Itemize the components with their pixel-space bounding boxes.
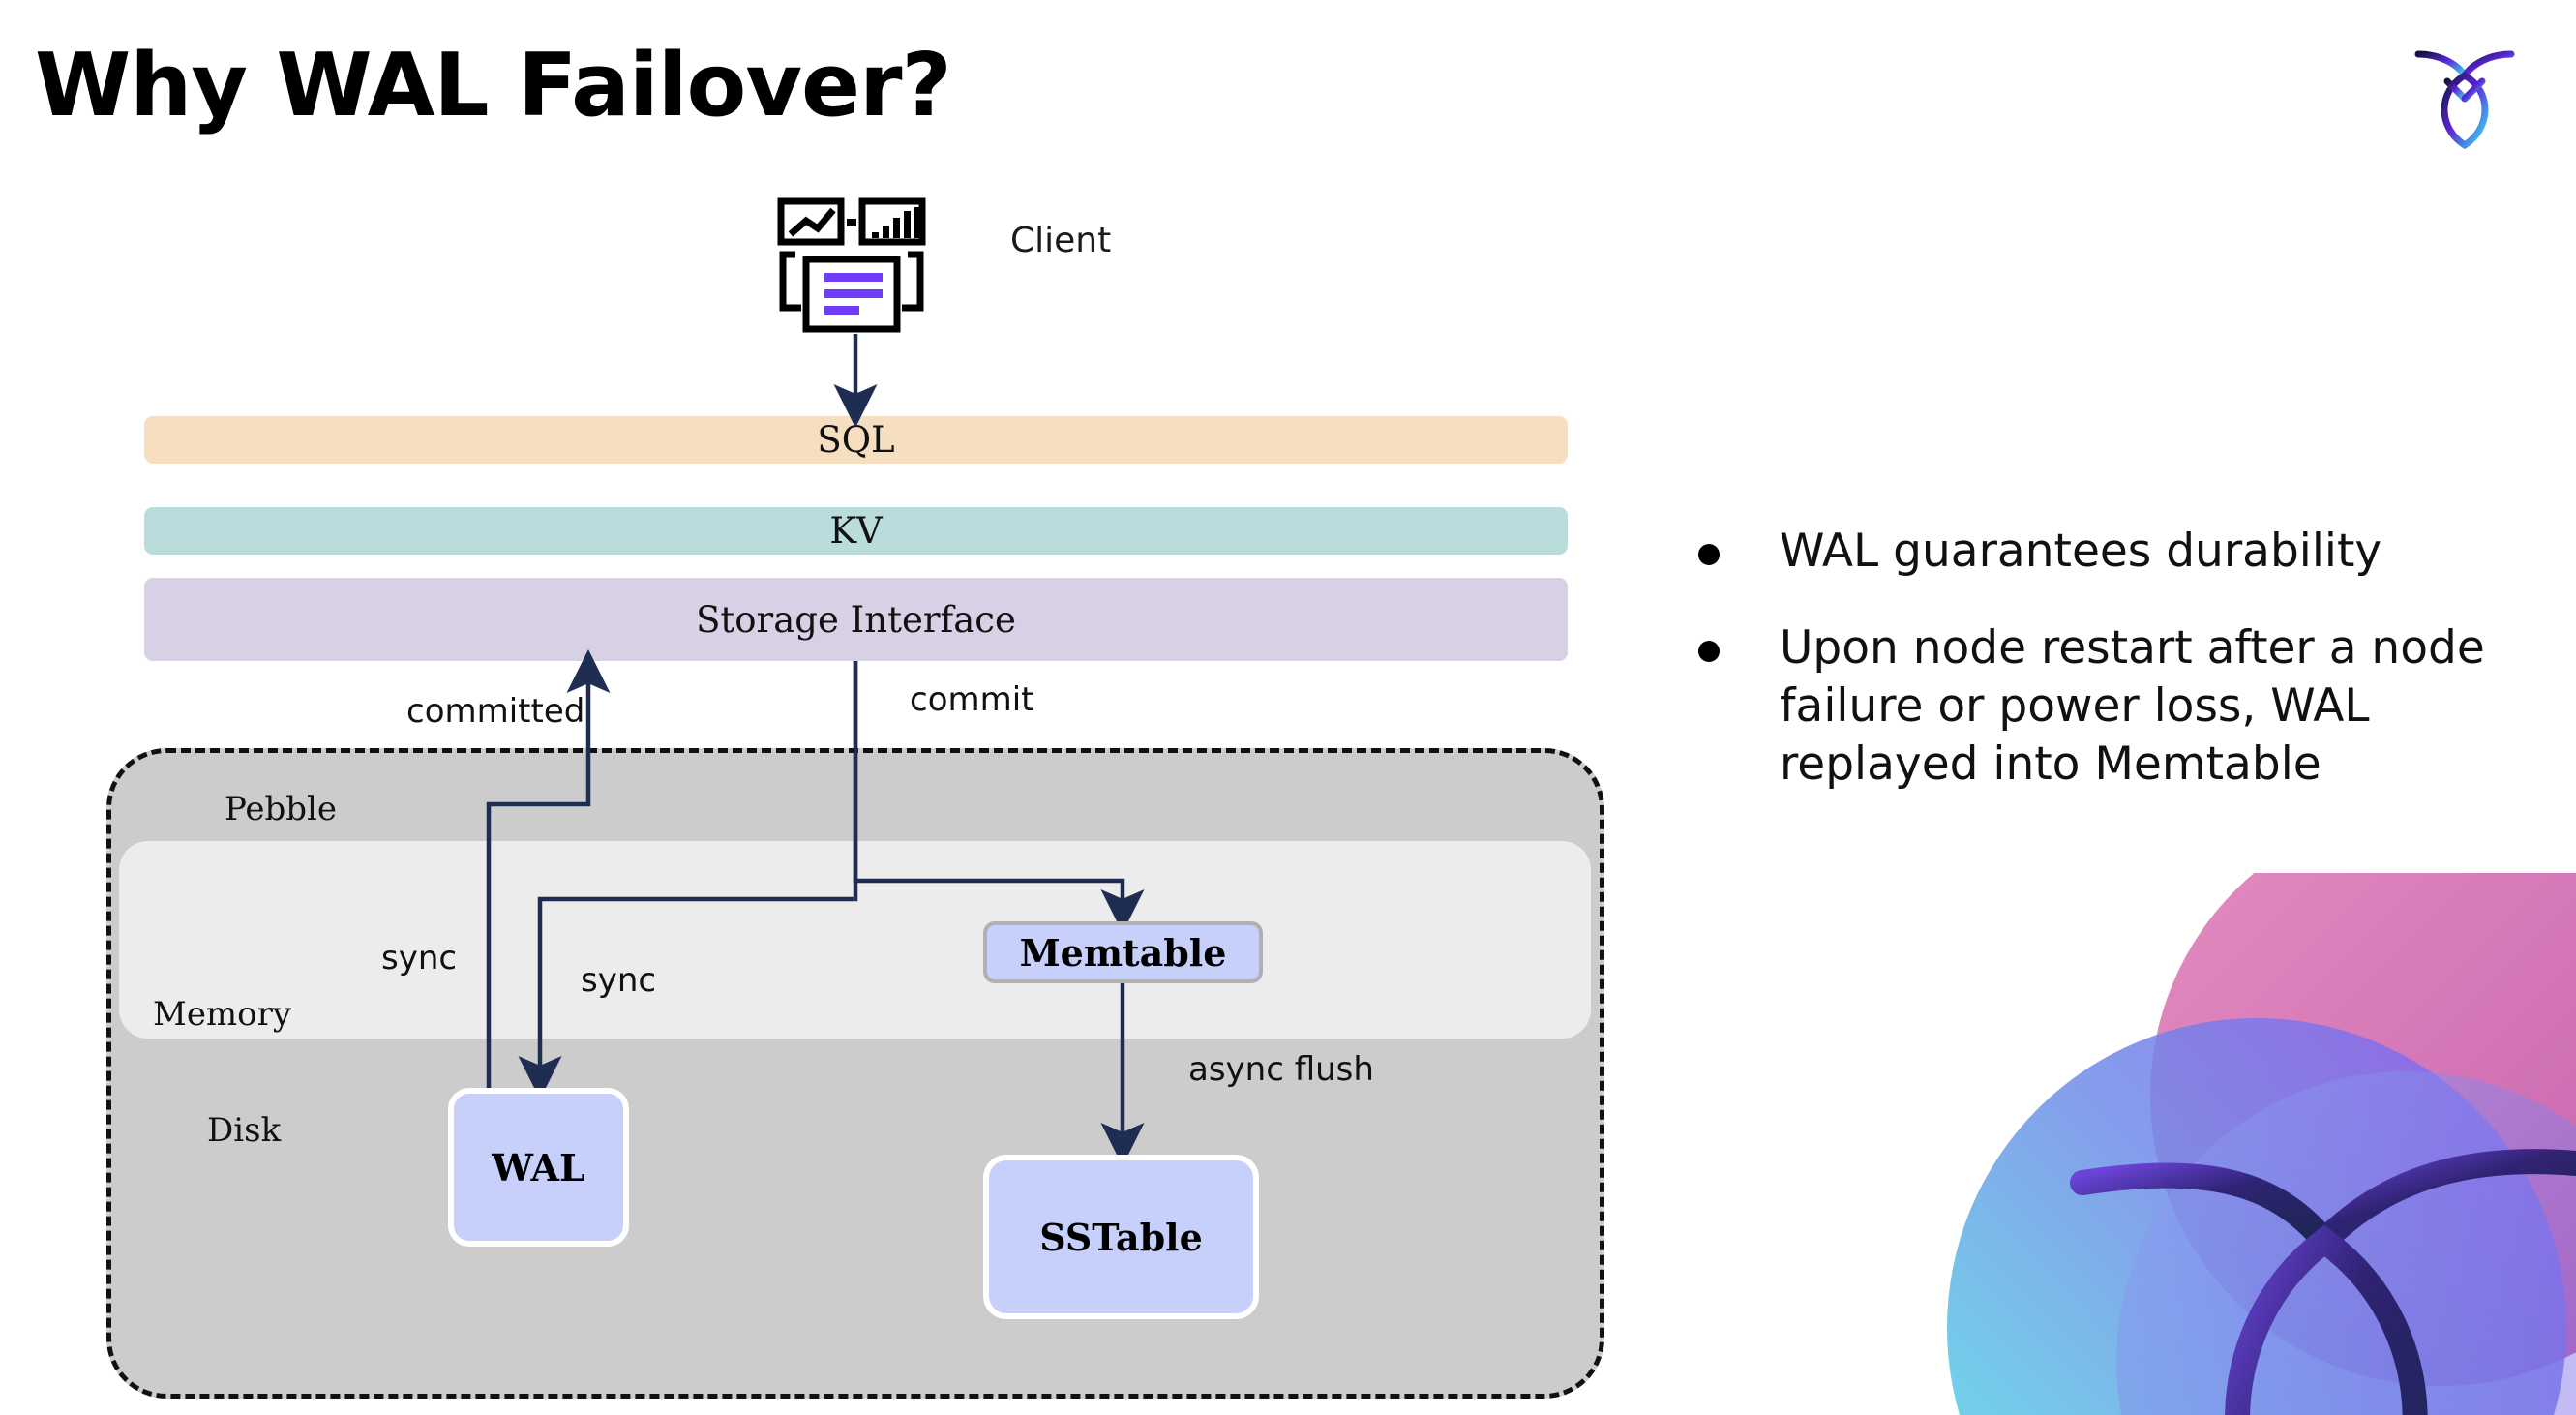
bullet-text: WAL guarantees durability <box>1780 525 2382 578</box>
edge-label-sync-1: sync <box>381 939 458 978</box>
edge-label-async-flush: async flush <box>1188 1050 1374 1089</box>
decorative-watermark <box>1947 873 2576 1415</box>
edge-label-sync-2: sync <box>581 961 657 1000</box>
list-item: Upon node restart after a node failure o… <box>1698 619 2521 794</box>
pebble-label: Pebble <box>225 790 337 828</box>
list-item: WAL guarantees durability <box>1698 523 2521 581</box>
disk-label: Disk <box>207 1111 282 1150</box>
memory-region <box>119 841 1591 1039</box>
edge-label-committed: committed <box>406 692 585 731</box>
node-label-wal: WAL <box>492 1145 585 1189</box>
node-wal: WAL <box>448 1088 629 1247</box>
node-memtable: Memtable <box>983 921 1263 983</box>
layer-bar-kv: KV <box>144 507 1568 555</box>
client-label: Client <box>1010 221 1112 260</box>
layer-label-sql: SQL <box>817 419 895 461</box>
edge-label-commit: commit <box>910 680 1034 719</box>
layer-label-storage-interface: Storage Interface <box>696 598 1016 641</box>
cockroachdb-logo-icon <box>2414 50 2515 149</box>
client-dashboard-icon <box>777 197 926 333</box>
bullet-dot-icon <box>1698 641 1720 663</box>
layer-bar-storage-interface: Storage Interface <box>144 578 1568 661</box>
node-label-memtable: Memtable <box>1019 930 1227 975</box>
bullet-dot-icon <box>1698 544 1720 565</box>
page-title: Why WAL Failover? <box>35 35 952 136</box>
architecture-diagram: Client SQL KV Storage Interface Pebble M… <box>106 197 1604 1399</box>
node-sstable: SSTable <box>983 1155 1259 1319</box>
node-label-sstable: SSTable <box>1039 1215 1203 1259</box>
bullet-text: Upon node restart after a node failure o… <box>1780 621 2485 792</box>
memory-label: Memory <box>153 995 292 1034</box>
bullet-list: WAL guarantees durability Upon node rest… <box>1698 523 2521 833</box>
layer-label-kv: KV <box>829 510 883 552</box>
layer-bar-sql: SQL <box>144 416 1568 464</box>
